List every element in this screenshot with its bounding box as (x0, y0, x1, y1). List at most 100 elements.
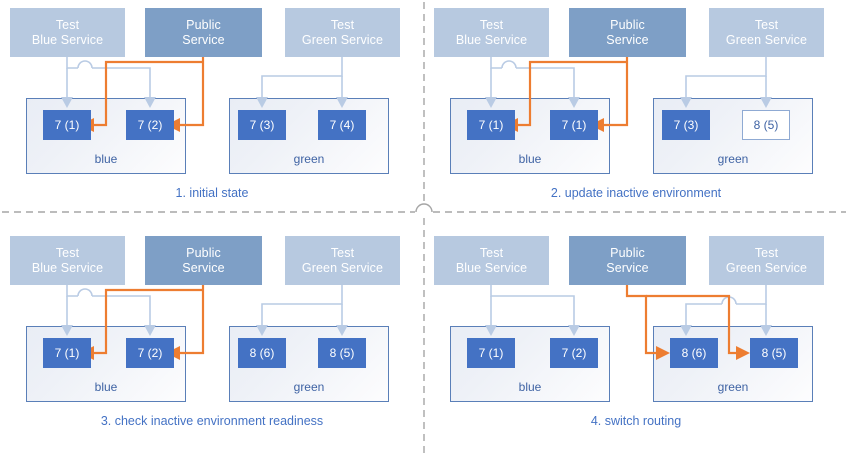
test-green-service-label-1: Test (754, 17, 779, 32)
test-blue-service-box[interactable]: Test Blue Service (10, 8, 125, 57)
test-blue-wire-jump (501, 60, 517, 69)
test-green-arrow-pod6 (680, 325, 692, 336)
test-green-service-label-1: Test (330, 17, 355, 32)
pod-blue-2[interactable]: 7 (2) (126, 338, 174, 368)
test-green-service-label-2: Green Service (301, 32, 384, 47)
pod-green-1[interactable]: 8 (6) (238, 338, 286, 368)
public-service-label-2: Service (606, 260, 649, 275)
test-blue-service-label-2: Blue Service (31, 260, 104, 275)
test-blue-service-label-1: Test (479, 245, 504, 260)
public-service-box[interactable]: Public Service (569, 8, 686, 57)
test-blue-wire-jump (77, 60, 93, 69)
test-green-wire-left (685, 57, 767, 98)
test-blue-service-label-1: Test (55, 245, 80, 260)
public-arrow-green-pod1 (656, 346, 670, 360)
panel-1-caption: 1. initial state (175, 186, 249, 200)
panel-4: Test Blue Service Public Service Test Gr… (424, 228, 848, 456)
public-arrow-green-pod2 (736, 346, 750, 360)
test-green-service-label-2: Green Service (301, 260, 384, 275)
test-blue-service-label-2: Blue Service (455, 32, 528, 47)
pod-green-2[interactable]: 8 (5) (742, 110, 790, 140)
pod-blue-2[interactable]: 7 (2) (550, 338, 598, 368)
green-environment-label: green (293, 152, 325, 166)
public-wire-to-pod1 (516, 60, 627, 127)
public-wire-to-pod2 (178, 285, 205, 355)
pod-blue-2[interactable]: 7 (2) (126, 110, 174, 140)
pod-blue-2[interactable]: 7 (1) (550, 110, 598, 140)
pod-green-1[interactable]: 7 (3) (662, 110, 710, 140)
green-environment-label: green (293, 380, 325, 394)
public-service-label-1: Public (186, 245, 221, 260)
test-blue-arrow-pod1 (485, 97, 497, 108)
public-service-label-2: Service (606, 32, 649, 47)
test-green-arrow-pod5 (760, 325, 772, 336)
panel-2: Test Blue Service Public Service Test Gr… (424, 0, 848, 228)
test-blue-arrow-pod2 (144, 325, 156, 336)
test-green-service-label-2: Green Service (725, 260, 808, 275)
test-blue-wire-trunk (66, 285, 78, 297)
public-service-label-2: Service (182, 260, 225, 275)
test-blue-arrow-pod2 (568, 325, 580, 336)
pod-green-1[interactable]: 8 (6) (670, 338, 718, 368)
pod-green-2[interactable]: 8 (5) (318, 338, 366, 368)
pod-green-2[interactable]: 7 (4) (318, 110, 366, 140)
test-blue-arrow-pod2 (568, 97, 580, 108)
public-service-label-2: Service (182, 32, 225, 47)
test-blue-service-label-2: Blue Service (31, 32, 104, 47)
public-wire-to-pod1 (92, 288, 203, 355)
pod-blue-1[interactable]: 7 (1) (467, 110, 515, 140)
test-green-arrow-pod4 (336, 325, 348, 336)
test-blue-wire-right (490, 285, 575, 326)
test-green-service-label-1: Test (330, 245, 355, 260)
public-wire-to-green-pod2 (646, 294, 738, 355)
pod-blue-1[interactable]: 7 (1) (43, 110, 91, 140)
test-blue-service-label-1: Test (55, 17, 80, 32)
test-green-arrow-pod4 (760, 97, 772, 108)
test-blue-service-box[interactable]: Test Blue Service (434, 8, 549, 57)
pod-blue-1[interactable]: 7 (1) (43, 338, 91, 368)
test-green-wire-left (261, 285, 343, 326)
test-blue-wire-right (516, 67, 575, 98)
public-service-box[interactable]: Public Service (145, 236, 262, 285)
public-wire-to-pod2 (178, 57, 205, 127)
test-green-wire-left (685, 303, 722, 326)
test-blue-wire-trunk (490, 57, 502, 69)
test-blue-service-box[interactable]: Test Blue Service (434, 236, 549, 285)
test-green-arrow-pod3 (680, 97, 692, 108)
test-blue-arrow-pod1 (61, 97, 73, 108)
blue-environment-label: blue (518, 380, 542, 394)
public-service-label-1: Public (610, 245, 645, 260)
test-green-arrow-pod3 (256, 325, 268, 336)
panel-3-caption: 3. check inactive environment readiness (100, 414, 324, 428)
test-green-wire-left (261, 57, 343, 98)
blue-environment-label: blue (518, 152, 542, 166)
panel-1-connectors (61, 57, 348, 132)
test-green-service-box[interactable]: Test Green Service (285, 236, 400, 285)
public-service-box[interactable]: Public Service (569, 236, 686, 285)
test-blue-service-label-2: Blue Service (455, 260, 528, 275)
test-green-service-box[interactable]: Test Green Service (709, 8, 824, 57)
test-blue-arrow-pod1 (485, 325, 497, 336)
divider-jump-arc (415, 203, 433, 213)
panel-3: Test Blue Service Public Service Test Gr… (0, 228, 424, 456)
test-green-arrow-pod4 (336, 97, 348, 108)
public-service-label-1: Public (186, 17, 221, 32)
public-service-box[interactable]: Public Service (145, 8, 262, 57)
blue-environment-label: blue (94, 380, 118, 394)
pod-green-1[interactable]: 7 (3) (238, 110, 286, 140)
test-blue-service-box[interactable]: Test Blue Service (10, 236, 125, 285)
public-service-label-1: Public (610, 17, 645, 32)
test-blue-service-label-1: Test (479, 17, 504, 32)
panel-4-connectors (485, 285, 772, 360)
pod-green-2[interactable]: 8 (5) (750, 338, 798, 368)
test-green-arrow-pod3 (256, 97, 268, 108)
test-green-service-box[interactable]: Test Green Service (285, 8, 400, 57)
pod-blue-1[interactable]: 7 (1) (467, 338, 515, 368)
panel-1: Test Blue Service Public Service Test Gr… (0, 0, 424, 228)
test-green-service-box[interactable]: Test Green Service (709, 236, 824, 285)
test-green-wire-trunk (736, 285, 767, 305)
test-blue-wire-right (92, 67, 151, 98)
green-environment-label: green (717, 152, 749, 166)
